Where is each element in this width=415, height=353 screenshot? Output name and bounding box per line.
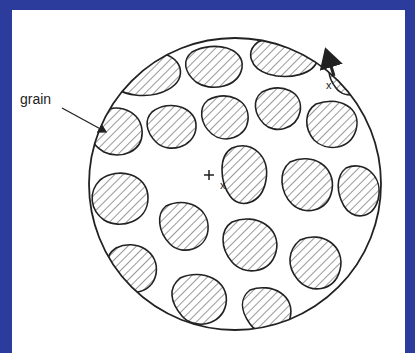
leader-line: [62, 108, 106, 132]
point-label: x': [326, 80, 334, 91]
point-label: x: [220, 180, 226, 191]
image-panel: [12, 10, 405, 353]
sample-circle: [89, 38, 381, 330]
point-marker: [204, 170, 214, 180]
displacement-arrow: [326, 50, 334, 76]
grain-label: grain: [20, 92, 51, 106]
